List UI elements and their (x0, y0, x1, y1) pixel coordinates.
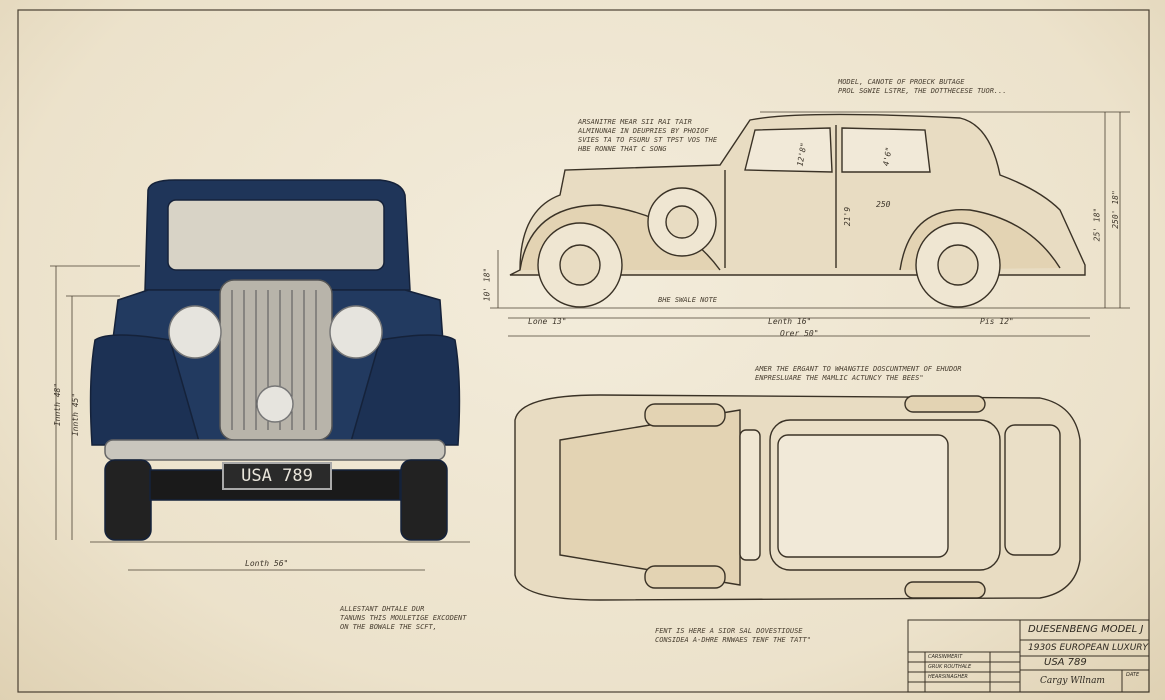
side-rear-overhang-dim: Pis 12" (980, 317, 1014, 326)
side-total-height-dim: 25' 18" (1092, 207, 1102, 242)
title-plate: USA 789 (1044, 657, 1087, 668)
side-wheelbase-dim: Lenth 16" (768, 317, 812, 326)
side-dimension-lines (490, 111, 1130, 337)
side-ground-dim: 10' 18" (482, 267, 492, 302)
title-description: 1930s European Luxury (1028, 643, 1149, 653)
note-top-left: Arsanitre Mear Sii Rai TairAlminunae in … (578, 118, 718, 153)
title-signature: Cargy Wllnam (1040, 676, 1105, 686)
side-door-height-dim: 21'9 (843, 206, 853, 227)
sheet-border (17, 9, 1150, 693)
title-model: Duesenbeng Model J (1028, 624, 1144, 635)
base-scale-note: Bhe Swale Note (658, 296, 718, 304)
rev-row-1: Carsinmerit (928, 654, 963, 660)
rev-row-3: Hearsinagher (928, 674, 968, 680)
top-view-car (514, 394, 1081, 601)
title-date-label: Date (1126, 672, 1140, 678)
front-width-dim: Lonth 56" (245, 559, 289, 568)
side-front-overhang-dim: Lone 13" (528, 317, 567, 326)
title-block-frame (907, 619, 1150, 693)
note-bottom-right: Fent is here a Sior sal DovestiouseConsi… (655, 627, 811, 644)
note-bottom-left: Allestant Dhtale DurTanuns this Mouletig… (340, 605, 467, 631)
side-view-car (509, 113, 1086, 308)
front-dimension-lines (50, 265, 470, 571)
rev-row-2: Gruk Routhale (928, 664, 972, 670)
front-height-outer-dim: Innth 48" (53, 382, 63, 427)
note-top-right: Model, Canote of Proeck ButageProl Sgwie… (838, 78, 1007, 95)
side-overall-length-dim: Orer 50" (780, 329, 819, 338)
side-roof-height-dim: 250' 18" (1110, 190, 1120, 229)
front-height-inner-dim: Innth 45" (71, 392, 81, 437)
note-middle: Amer the Ergant to Whangtie Doscuntment … (755, 365, 962, 382)
side-door-dim: 250 (876, 200, 891, 209)
front-view-car (89, 179, 461, 541)
license-plate: USA 789 (222, 462, 332, 490)
